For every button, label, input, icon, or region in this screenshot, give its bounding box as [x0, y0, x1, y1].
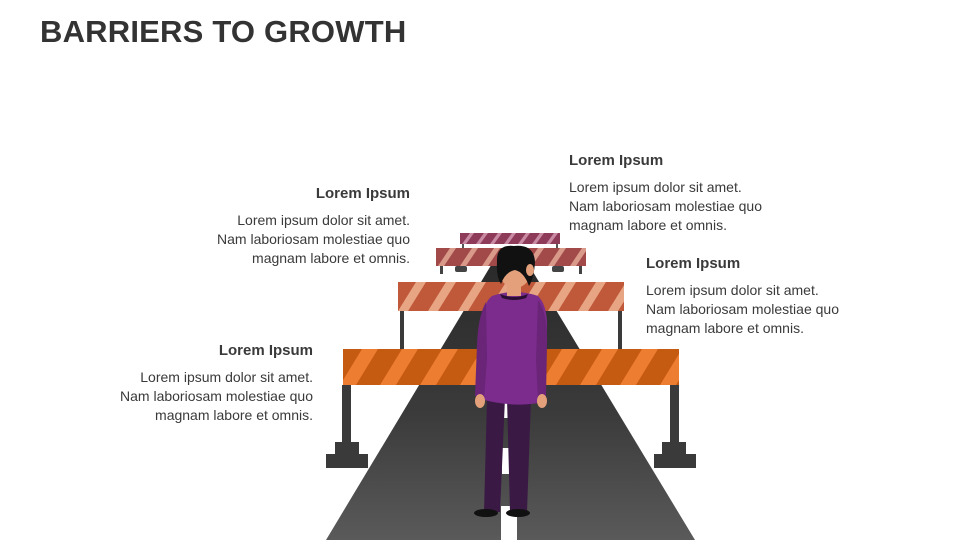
text-block-1: Lorem Ipsum Lorem ipsum dolor sit amet. …	[43, 342, 313, 425]
text-block-1-body: Lorem ipsum dolor sit amet. Nam laborios…	[43, 368, 313, 425]
slide-title: BARRIERS TO GROWTH	[40, 14, 407, 49]
businessman-figure	[474, 245, 548, 517]
text-line: Lorem ipsum dolor sit amet.	[569, 179, 742, 195]
text-line: Lorem ipsum dolor sit amet.	[646, 282, 819, 298]
text-line: Lorem ipsum dolor sit amet.	[140, 369, 313, 385]
text-line: Nam laboriosam molestiae quo	[646, 301, 839, 317]
text-block-3-heading: Lorem Ipsum	[646, 255, 741, 272]
text-line: Nam laboriosam molestiae quo	[217, 231, 410, 247]
text-block-2-heading: Lorem Ipsum	[315, 185, 410, 202]
text-block-4: Lorem Ipsum Lorem ipsum dolor sit amet. …	[569, 152, 839, 235]
text-line: magnam labore et omnis.	[155, 407, 313, 423]
text-block-2-body: Lorem ipsum dolor sit amet. Nam laborios…	[140, 211, 410, 268]
text-block-2: Lorem Ipsum Lorem ipsum dolor sit amet. …	[140, 185, 410, 268]
text-block-3: Lorem Ipsum Lorem ipsum dolor sit amet. …	[646, 255, 916, 338]
text-line: magnam labore et omnis.	[252, 250, 410, 266]
text-block-4-body: Lorem ipsum dolor sit amet. Nam laborios…	[569, 178, 839, 235]
text-block-4-heading: Lorem Ipsum	[569, 152, 664, 169]
text-line: magnam labore et omnis.	[646, 320, 804, 336]
text-line: magnam labore et omnis.	[569, 217, 727, 233]
text-line: Lorem ipsum dolor sit amet.	[237, 212, 410, 228]
text-line: Nam laboriosam molestiae quo	[569, 198, 762, 214]
text-block-1-heading: Lorem Ipsum	[218, 342, 313, 359]
text-block-3-body: Lorem ipsum dolor sit amet. Nam laborios…	[646, 281, 916, 338]
text-line: Nam laboriosam molestiae quo	[120, 388, 313, 404]
